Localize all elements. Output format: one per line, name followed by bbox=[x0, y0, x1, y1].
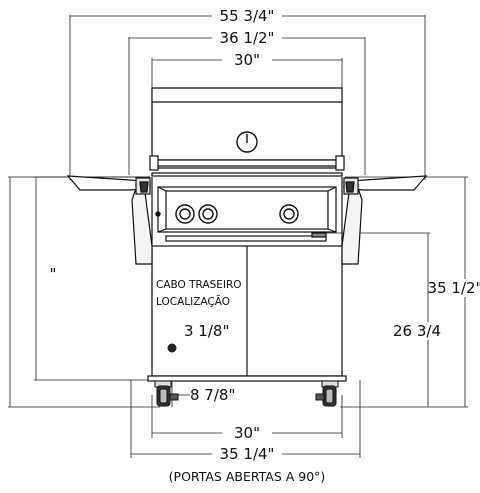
counter-height-label: 26 3/4 bbox=[393, 322, 441, 340]
side-shelves bbox=[66, 175, 428, 195]
cabinet-width-overall-label: 35 1/4" bbox=[220, 445, 275, 463]
gas-line-height-label: 3 1/8" bbox=[184, 322, 229, 340]
overall-height-label: 35 1/2" bbox=[428, 279, 480, 297]
rear-cable-label-line2: LOCALIZAÇÃO bbox=[156, 295, 230, 308]
casters bbox=[154, 380, 339, 407]
thermometer-icon bbox=[236, 131, 258, 153]
rear-cable-label-line1: CABO TRASEIRO bbox=[156, 279, 242, 291]
rear-cable-location-icon bbox=[167, 343, 177, 353]
overall-width-label: 55 3/4" bbox=[220, 7, 275, 25]
grill-outline bbox=[131, 87, 363, 382]
caption: (PORTAS ABERTAS A 90°) bbox=[169, 469, 326, 484]
side-shelf-span-label: 36 1/2" bbox=[220, 29, 275, 47]
left-height-label: " bbox=[50, 265, 57, 283]
cabinet-width-bottom-label: 30" bbox=[234, 424, 260, 442]
dimension-labels: 55 3/4" 36 1/2" 30" " 35 1/2" 26 3/4 30"… bbox=[46, 7, 480, 484]
control-knobs bbox=[155, 204, 299, 224]
gas-line-offset-label: 8 7/8" bbox=[190, 386, 235, 404]
grill-width-top-label: 30" bbox=[234, 51, 260, 69]
